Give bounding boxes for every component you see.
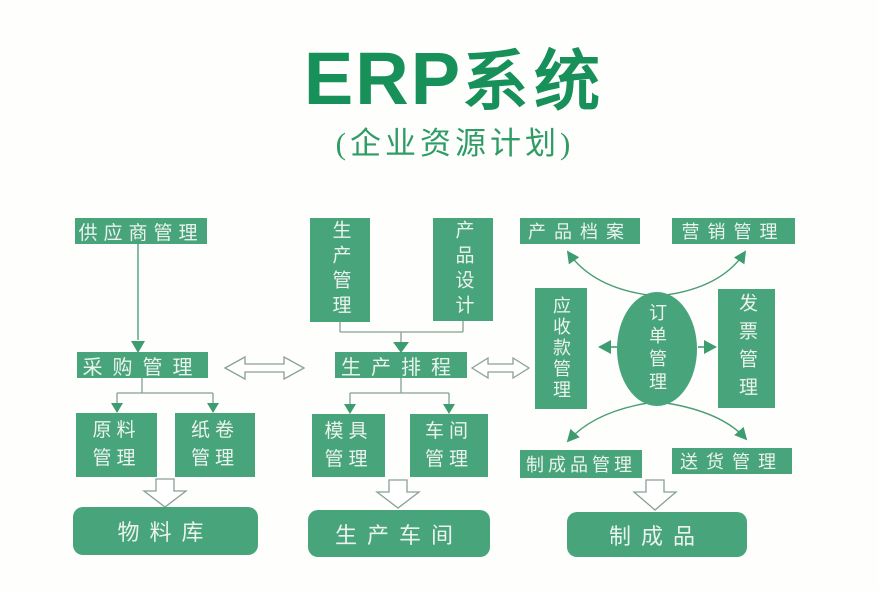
node-product-design: 产品设计 [433,218,493,321]
node-workshop-label: 车间管理 [424,420,473,470]
block-arrow-to-production-workshop [375,479,421,509]
node-production-schedule: 生产排程 [335,352,467,379]
node-invoice-management: 发票管理 [718,289,775,408]
node-supplier-management: 供应商管理 [75,218,207,244]
title-erp: ERP [303,37,463,120]
node-production-workshop: 生产车间 [308,510,490,557]
node-finished-goods-management: 制成品管理 [520,450,642,478]
node-raw-material-management: 原料管理 [76,413,157,477]
node-delivery-management: 送货管理 [672,448,792,474]
node-mold-label: 模具管理 [324,420,373,470]
node-product-archive: 产品档案 [520,218,640,244]
node-order-management: 订单管理 [617,292,697,406]
node-workshop-management: 车间管理 [410,414,488,477]
node-production-management: 生产管理 [310,218,370,322]
node-receivables-management: 应收款管理 [535,288,587,409]
node-paper-roll-management: 纸卷管理 [175,413,255,477]
node-purchase-management: 采购管理 [77,352,208,379]
arrow-schedule-to-children [344,378,455,414]
arrow-order-to-receivables [598,340,617,354]
arrow-production-design-to-schedule [339,321,464,353]
arrow-order-to-invoice [698,340,717,354]
page-subtitle: (企业资源计划) [335,126,575,161]
node-marketing-management: 营销管理 [672,218,795,244]
double-arrow-schedule-receivables [470,356,531,380]
block-arrow-to-material-warehouse [142,478,188,508]
arrow-supplier-to-purchase [131,244,145,353]
block-arrow-to-finished-goods [632,479,678,511]
node-mold-management: 模具管理 [312,414,385,477]
node-material-warehouse: 物料库 [73,507,258,555]
node-paper-roll-label: 纸卷管理 [190,420,239,469]
title-cn: 系统 [462,46,607,119]
node-raw-material-label: 原料管理 [92,420,141,469]
double-arrow-purchase-schedule [223,355,306,381]
node-finished-goods: 制成品 [567,512,747,557]
curved-arrows-order-hub [566,250,748,443]
arrow-purchase-to-children [111,378,219,413]
page-title: ERP系统 [304,28,606,124]
